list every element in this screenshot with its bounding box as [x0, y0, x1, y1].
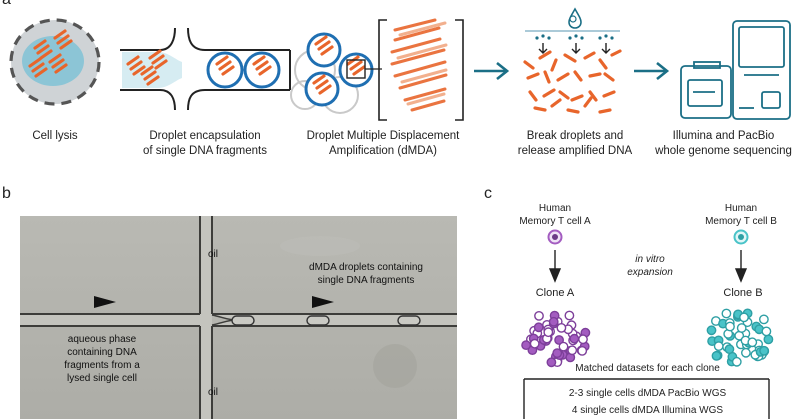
cell-icon	[564, 310, 575, 321]
step-caption-1: Cell lysis	[32, 130, 78, 142]
cell-icon	[721, 308, 732, 319]
cell-icon	[558, 341, 569, 352]
matched-datasets-bracket	[523, 378, 770, 419]
arrow-right-icon	[474, 61, 510, 81]
cell-icon	[578, 334, 588, 345]
t-cell-b-icon	[733, 229, 749, 245]
break-droplets-icon	[523, 7, 622, 114]
cell-icon	[731, 356, 742, 367]
droplet-icon	[206, 51, 281, 89]
clone-b-cluster-icon	[706, 308, 774, 367]
cell-icon	[724, 344, 735, 355]
clone-b-label: Clone B	[723, 287, 763, 299]
cell-icon	[533, 322, 544, 333]
cell-icon	[521, 340, 531, 351]
amplified-dna-zoom-icon	[378, 18, 464, 121]
flow-arrow-icon	[312, 296, 334, 308]
panel-a-illustration	[9, 7, 791, 121]
cell-icon	[529, 338, 540, 349]
sequencer-icon	[680, 20, 791, 120]
cell-icon	[713, 341, 724, 352]
cell-icon	[711, 350, 722, 361]
cell-icon	[569, 333, 580, 344]
pacbio-wgs-label: 2-3 single cells dMDA PacBio WGS	[568, 388, 727, 399]
arrow-down-icon	[548, 268, 562, 283]
cell-icon	[747, 337, 758, 348]
t-cell-a-icon	[547, 229, 563, 245]
cell-icon	[567, 345, 578, 356]
panel-label-c: c	[484, 185, 492, 202]
panel-label-a: a	[2, 0, 11, 9]
cell-icon	[763, 334, 774, 345]
flow-arrow-icon	[94, 296, 116, 308]
cell-icon	[706, 325, 717, 336]
cell-icon	[758, 314, 769, 325]
oil-label-bottom: oil	[208, 387, 219, 398]
arrow-right-icon	[634, 61, 670, 81]
cell-icon	[552, 348, 563, 359]
microfluidic-channels	[20, 216, 457, 419]
cell-icon	[534, 311, 544, 321]
cell-icon	[548, 316, 559, 327]
panel-label-b: b	[2, 185, 11, 202]
cell-icon	[739, 312, 749, 323]
clone-a-label: Clone A	[535, 287, 575, 299]
cell-icon	[577, 346, 588, 356]
cell-icon	[556, 323, 567, 333]
cell-icon	[546, 357, 557, 368]
illumina-wgs-label: 4 single cells dMDA Illumina WGS	[571, 405, 724, 416]
cell-icon	[736, 323, 747, 333]
cell-icon	[725, 321, 735, 332]
oil-label-top: oil	[208, 249, 219, 260]
cell-icon	[759, 345, 769, 356]
lysed-cell-icon	[9, 18, 101, 106]
matched-datasets-label: Matched datasets for each clone	[575, 363, 720, 374]
clone-a-cluster-icon	[521, 310, 591, 368]
cell-icon	[740, 347, 751, 358]
arrow-down-icon	[734, 268, 748, 283]
droplet-cluster-icon	[290, 32, 382, 114]
cell-icon	[554, 335, 565, 345]
cell-icon	[761, 326, 772, 337]
droplet-icon	[231, 315, 421, 326]
panel-c-illustration	[521, 229, 774, 419]
cell-icon	[543, 327, 554, 338]
